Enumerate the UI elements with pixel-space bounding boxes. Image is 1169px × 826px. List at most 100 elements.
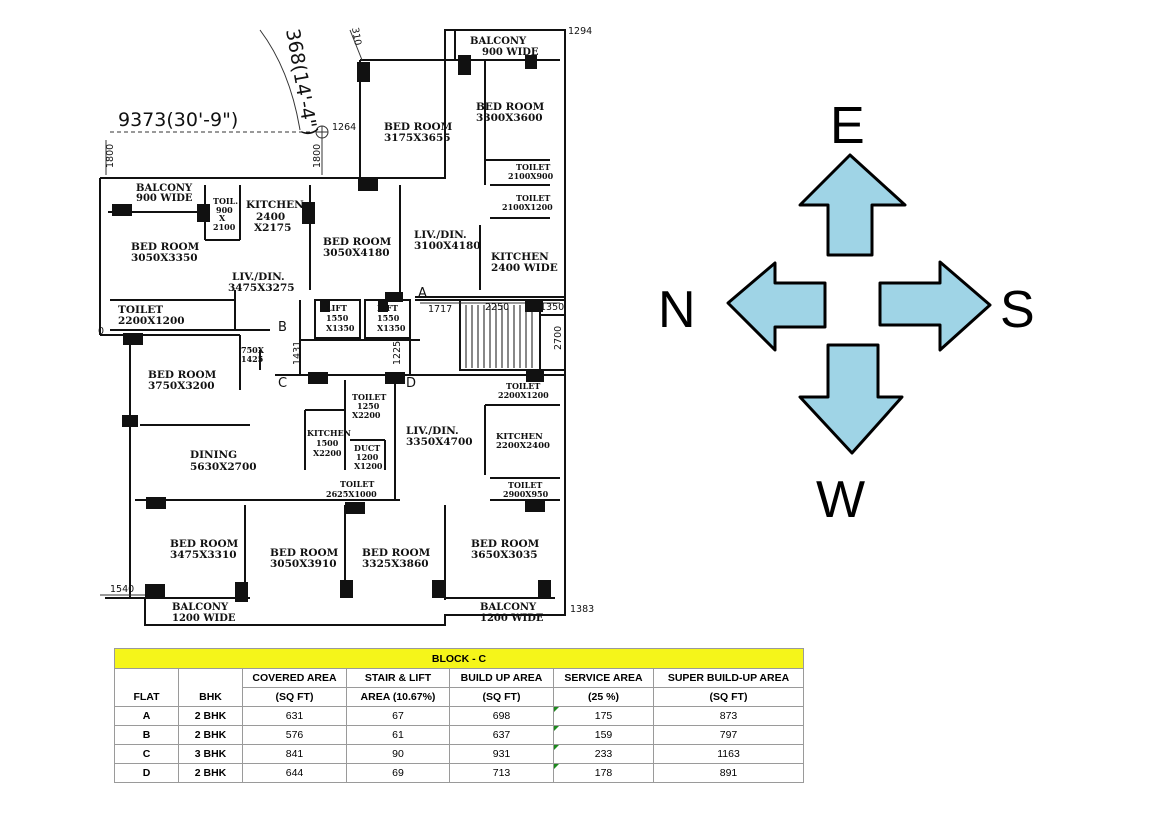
cell-bhk: 3 BHK	[178, 744, 243, 764]
room-size: 1425	[241, 354, 263, 364]
room-name: LIV./DIN.	[406, 425, 459, 437]
room-name: TOILET	[340, 479, 374, 489]
table-header-row: COVERED AREA STAIR & LIFT BUILD UP AREA …	[114, 668, 804, 688]
room-size: 5630X2700	[190, 461, 257, 473]
room-name: BED ROOM	[476, 101, 545, 113]
cell-stair: 67	[346, 706, 450, 726]
room-size: 3475X3310	[170, 549, 237, 561]
room-size: 2200X2400	[496, 441, 550, 451]
header-service: SERVICE AREA	[553, 668, 654, 688]
room-name: BALCONY	[470, 36, 527, 47]
room-name: TOILET	[118, 304, 163, 316]
room-extra2: 2100	[213, 222, 236, 232]
room-size: 3050X3910	[270, 558, 337, 570]
room-name: LIV./DIN.	[414, 229, 467, 241]
room-name: BALCONY	[480, 602, 537, 613]
cell-flat: B	[114, 725, 179, 745]
room-name: LIFT	[326, 303, 347, 313]
cell-super: 891	[653, 763, 804, 783]
room-name: BALCONY	[172, 602, 229, 613]
room-name: BED ROOM	[270, 547, 339, 559]
cell-super: 1163	[653, 744, 804, 764]
room-size: 3350X4700	[406, 436, 473, 448]
area-table: BLOCK - C COVERED AREA STAIR & LIFT BUIL…	[114, 648, 804, 783]
cell-stair: 69	[346, 763, 450, 783]
cell-buildup: 637	[449, 725, 554, 745]
cell-flat: D	[114, 763, 179, 783]
room-extra: X2175	[254, 222, 291, 234]
room-size: 3325X3860	[362, 558, 429, 570]
cell-buildup: 698	[449, 706, 554, 726]
header-flat-spacer	[114, 668, 179, 688]
table-row: A 2 BHK 631 67 698 175 873	[114, 706, 804, 726]
room-name: KITCHEN	[491, 251, 549, 263]
room-name: KITCHEN	[246, 199, 304, 211]
arrow-left-north-icon	[726, 261, 827, 352]
room-name: TOIL.	[213, 196, 238, 206]
room-name: BED ROOM	[131, 241, 200, 253]
overall-width-label: 9373(30'-9")	[118, 109, 238, 131]
cell-service: 159	[553, 725, 654, 745]
table-header-row: FLAT BHK (SQ FT) AREA (10.67%) (SQ FT) (…	[114, 687, 804, 707]
direction-south: S	[1000, 281, 1035, 339]
arrow-right-south-icon	[878, 260, 992, 352]
room-size: 1250	[357, 401, 380, 411]
cell-flat: C	[114, 744, 179, 764]
dim-1294: 1294	[568, 26, 592, 37]
cell-buildup: 713	[449, 763, 554, 783]
room-extra: X1200	[354, 461, 383, 471]
room-size: 1200 WIDE	[480, 613, 544, 624]
table-row: C 3 BHK 841 90 931 233 1163	[114, 744, 804, 764]
direction-west: W	[816, 471, 865, 529]
room-size: 3475X3275	[228, 282, 295, 294]
point-a: A	[418, 286, 427, 301]
room-size: 900 WIDE	[482, 47, 539, 58]
diagonal-dim-label: 368(14'-4")	[281, 27, 321, 137]
room-name: TOILET	[506, 381, 540, 391]
header-buildup: BUILD UP AREA	[449, 668, 554, 688]
room-size: 1550	[377, 313, 400, 323]
room-size: 3050X4180	[323, 247, 390, 259]
header-bhk-spacer	[178, 668, 243, 688]
cell-service: 233	[553, 744, 654, 764]
room-name: BED ROOM	[362, 547, 431, 559]
room-name: TOILET	[508, 480, 542, 490]
arrow-down-west-icon	[798, 343, 904, 455]
direction-north: N	[658, 281, 696, 339]
room-size: 3750X3200	[148, 380, 215, 392]
room-size: 1200 WIDE	[172, 613, 236, 624]
header-service-unit: (25 %)	[553, 687, 654, 707]
dim-310: 310	[349, 27, 363, 47]
cell-buildup: 931	[449, 744, 554, 764]
room-name: BED ROOM	[148, 369, 217, 381]
header-stair: STAIR & LIFT	[346, 668, 450, 688]
dim-0: 0	[98, 326, 104, 337]
room-name: TOILET	[516, 162, 550, 172]
header-super: SUPER BUILD-UP AREA	[653, 668, 804, 688]
cell-service: 175	[553, 706, 654, 726]
table-title-row: BLOCK - C	[114, 648, 804, 669]
room-size: 2100X900	[508, 171, 554, 181]
room-size: 2200X1200	[118, 315, 185, 327]
cell-bhk: 2 BHK	[178, 763, 243, 783]
header-covered: COVERED AREA	[242, 668, 347, 688]
room-name: BALCONY	[136, 183, 193, 194]
room-size: 3300X3600	[476, 112, 543, 124]
header-super-unit: (SQ FT)	[653, 687, 804, 707]
room-name: TOILET	[516, 193, 550, 203]
dim-1225: 1225	[392, 341, 403, 365]
dim-1800b: 1800	[312, 144, 323, 168]
cell-stair: 90	[346, 744, 450, 764]
room-size: 3175X3655	[384, 132, 451, 144]
cell-covered: 631	[242, 706, 347, 726]
room-name: BED ROOM	[323, 236, 392, 248]
room-size: 2625X1000	[326, 489, 377, 499]
cell-stair: 61	[346, 725, 450, 745]
room-name: BED ROOM	[384, 121, 453, 133]
room-name: DUCT	[354, 443, 380, 453]
room-name: KITCHEN	[307, 428, 351, 438]
header-flat: FLAT	[114, 687, 179, 707]
cell-super: 873	[653, 706, 804, 726]
floor-plan: 9373(30'-9") 368(14'-4") 310 1264 1800 1…	[98, 26, 594, 626]
cell-bhk: 2 BHK	[178, 725, 243, 745]
